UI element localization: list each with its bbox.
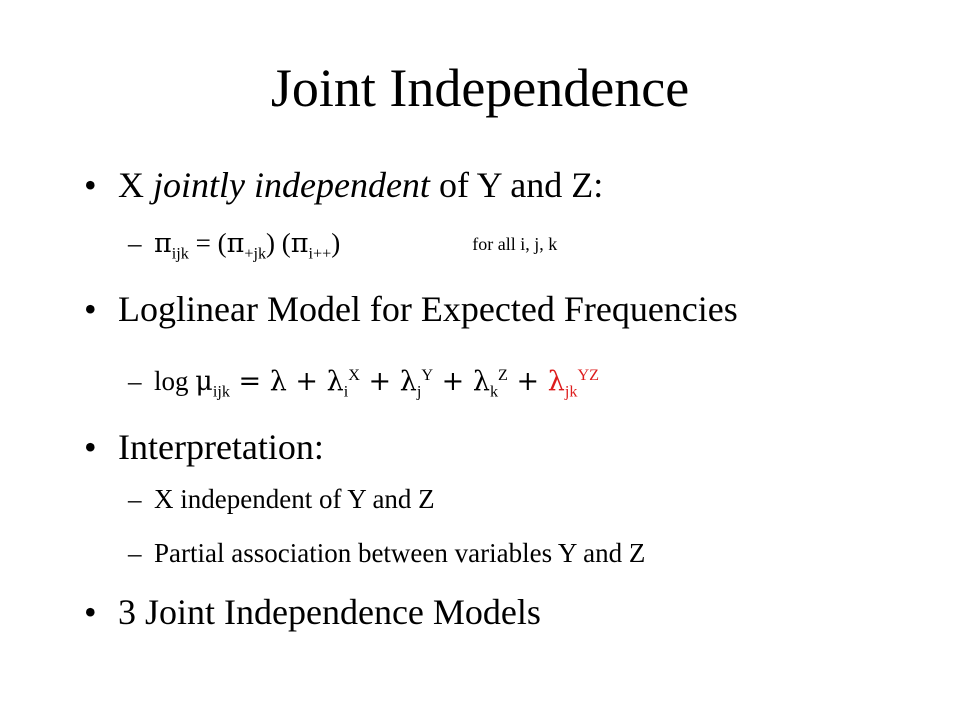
sub-bullet-partial-association: –Partial association between variables Y…	[128, 538, 646, 568]
bullet-marker: •	[84, 165, 97, 205]
bullet-loglinear-model: •Loglinear Model for Expected Frequencie…	[84, 289, 738, 329]
dash-marker: –	[128, 484, 142, 514]
formula-note: for all i, j, k	[472, 234, 558, 254]
dash-marker: –	[128, 538, 142, 568]
sub-bullet-independence: –X independent of Y and Z	[128, 484, 435, 514]
italic-term: jointly independent	[153, 165, 430, 205]
bullet-three-models: •3 Joint Independence Models	[84, 592, 541, 632]
bullet-marker: •	[84, 592, 97, 632]
interaction-term: λ	[547, 366, 565, 397]
formula-loglinear: –log μijk = λ + λiX + λjY + λkZ + λjkYZ	[128, 366, 600, 401]
bullet-marker: •	[84, 427, 97, 467]
dash-marker: –	[128, 228, 142, 258]
bullet-marker: •	[84, 289, 97, 329]
dash-marker: –	[128, 366, 142, 396]
bullet-joint-independence: •X jointly independent of Y and Z:	[84, 165, 604, 205]
formula-joint-probability: –πijk = (π+jk) (πi++)for all i, j, k	[128, 228, 558, 263]
bullet-interpretation: •Interpretation:	[84, 427, 324, 467]
slide-title: Joint Independence	[270, 58, 690, 118]
